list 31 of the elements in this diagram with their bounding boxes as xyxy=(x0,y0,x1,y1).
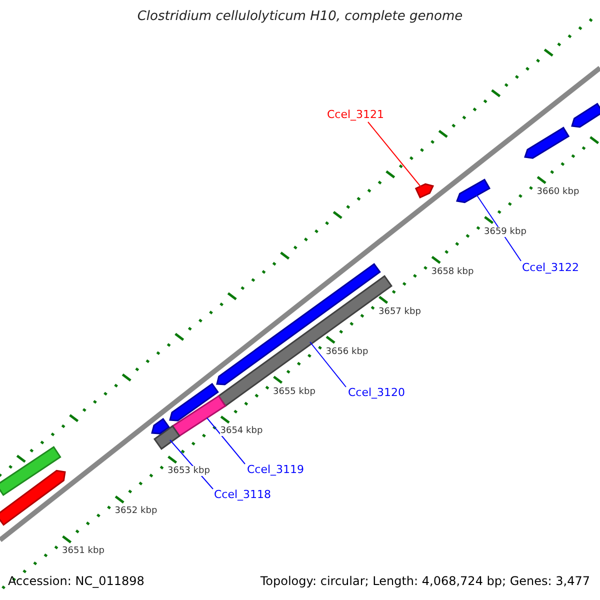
gene-feature xyxy=(153,425,181,450)
genome-summary: Topology: circular; Length: 4,068,724 bp; Genes: 3,477 xyxy=(260,574,590,588)
gene-feature xyxy=(169,382,219,422)
gene-feature xyxy=(524,126,570,159)
leader-line xyxy=(310,342,346,388)
scale-label: 3651 kbp xyxy=(62,546,104,556)
gene-feature xyxy=(571,102,600,128)
gene-feature xyxy=(151,418,170,434)
gene-label: Ccel_3120 xyxy=(348,386,406,399)
gene-feature xyxy=(414,183,434,198)
scale-label: 3653 kbp xyxy=(168,466,210,476)
scale-label: 3656 kbp xyxy=(326,346,368,357)
leader-line xyxy=(368,122,422,188)
scale-label: 3655 kbp xyxy=(273,386,316,397)
scale-label: 3659 kbp xyxy=(484,226,526,237)
gene-feature xyxy=(456,178,491,204)
scale-label: 3660 kbp xyxy=(536,186,580,197)
scale-label: 3657 kbp xyxy=(378,306,421,317)
scale-label: 3654 kbp xyxy=(220,426,263,436)
gene-feature xyxy=(0,446,62,496)
title: Clostridium cellulolyticum H10, complete genome xyxy=(136,9,464,24)
gene-label: Ccel_3122 xyxy=(522,261,580,274)
gene-feature xyxy=(216,262,381,386)
gene-feature xyxy=(0,470,66,526)
gene-label: Ccel_3118 xyxy=(214,488,272,501)
scale-label: 3658 kbp xyxy=(431,266,474,277)
leader-line xyxy=(206,418,246,464)
accession-text: Accession: NC_011898 xyxy=(8,574,144,588)
scale-label: 3652 kbp xyxy=(114,506,158,516)
gene-label: Ccel_3121 xyxy=(327,108,384,121)
gene-label: Ccel_3119 xyxy=(247,463,304,476)
